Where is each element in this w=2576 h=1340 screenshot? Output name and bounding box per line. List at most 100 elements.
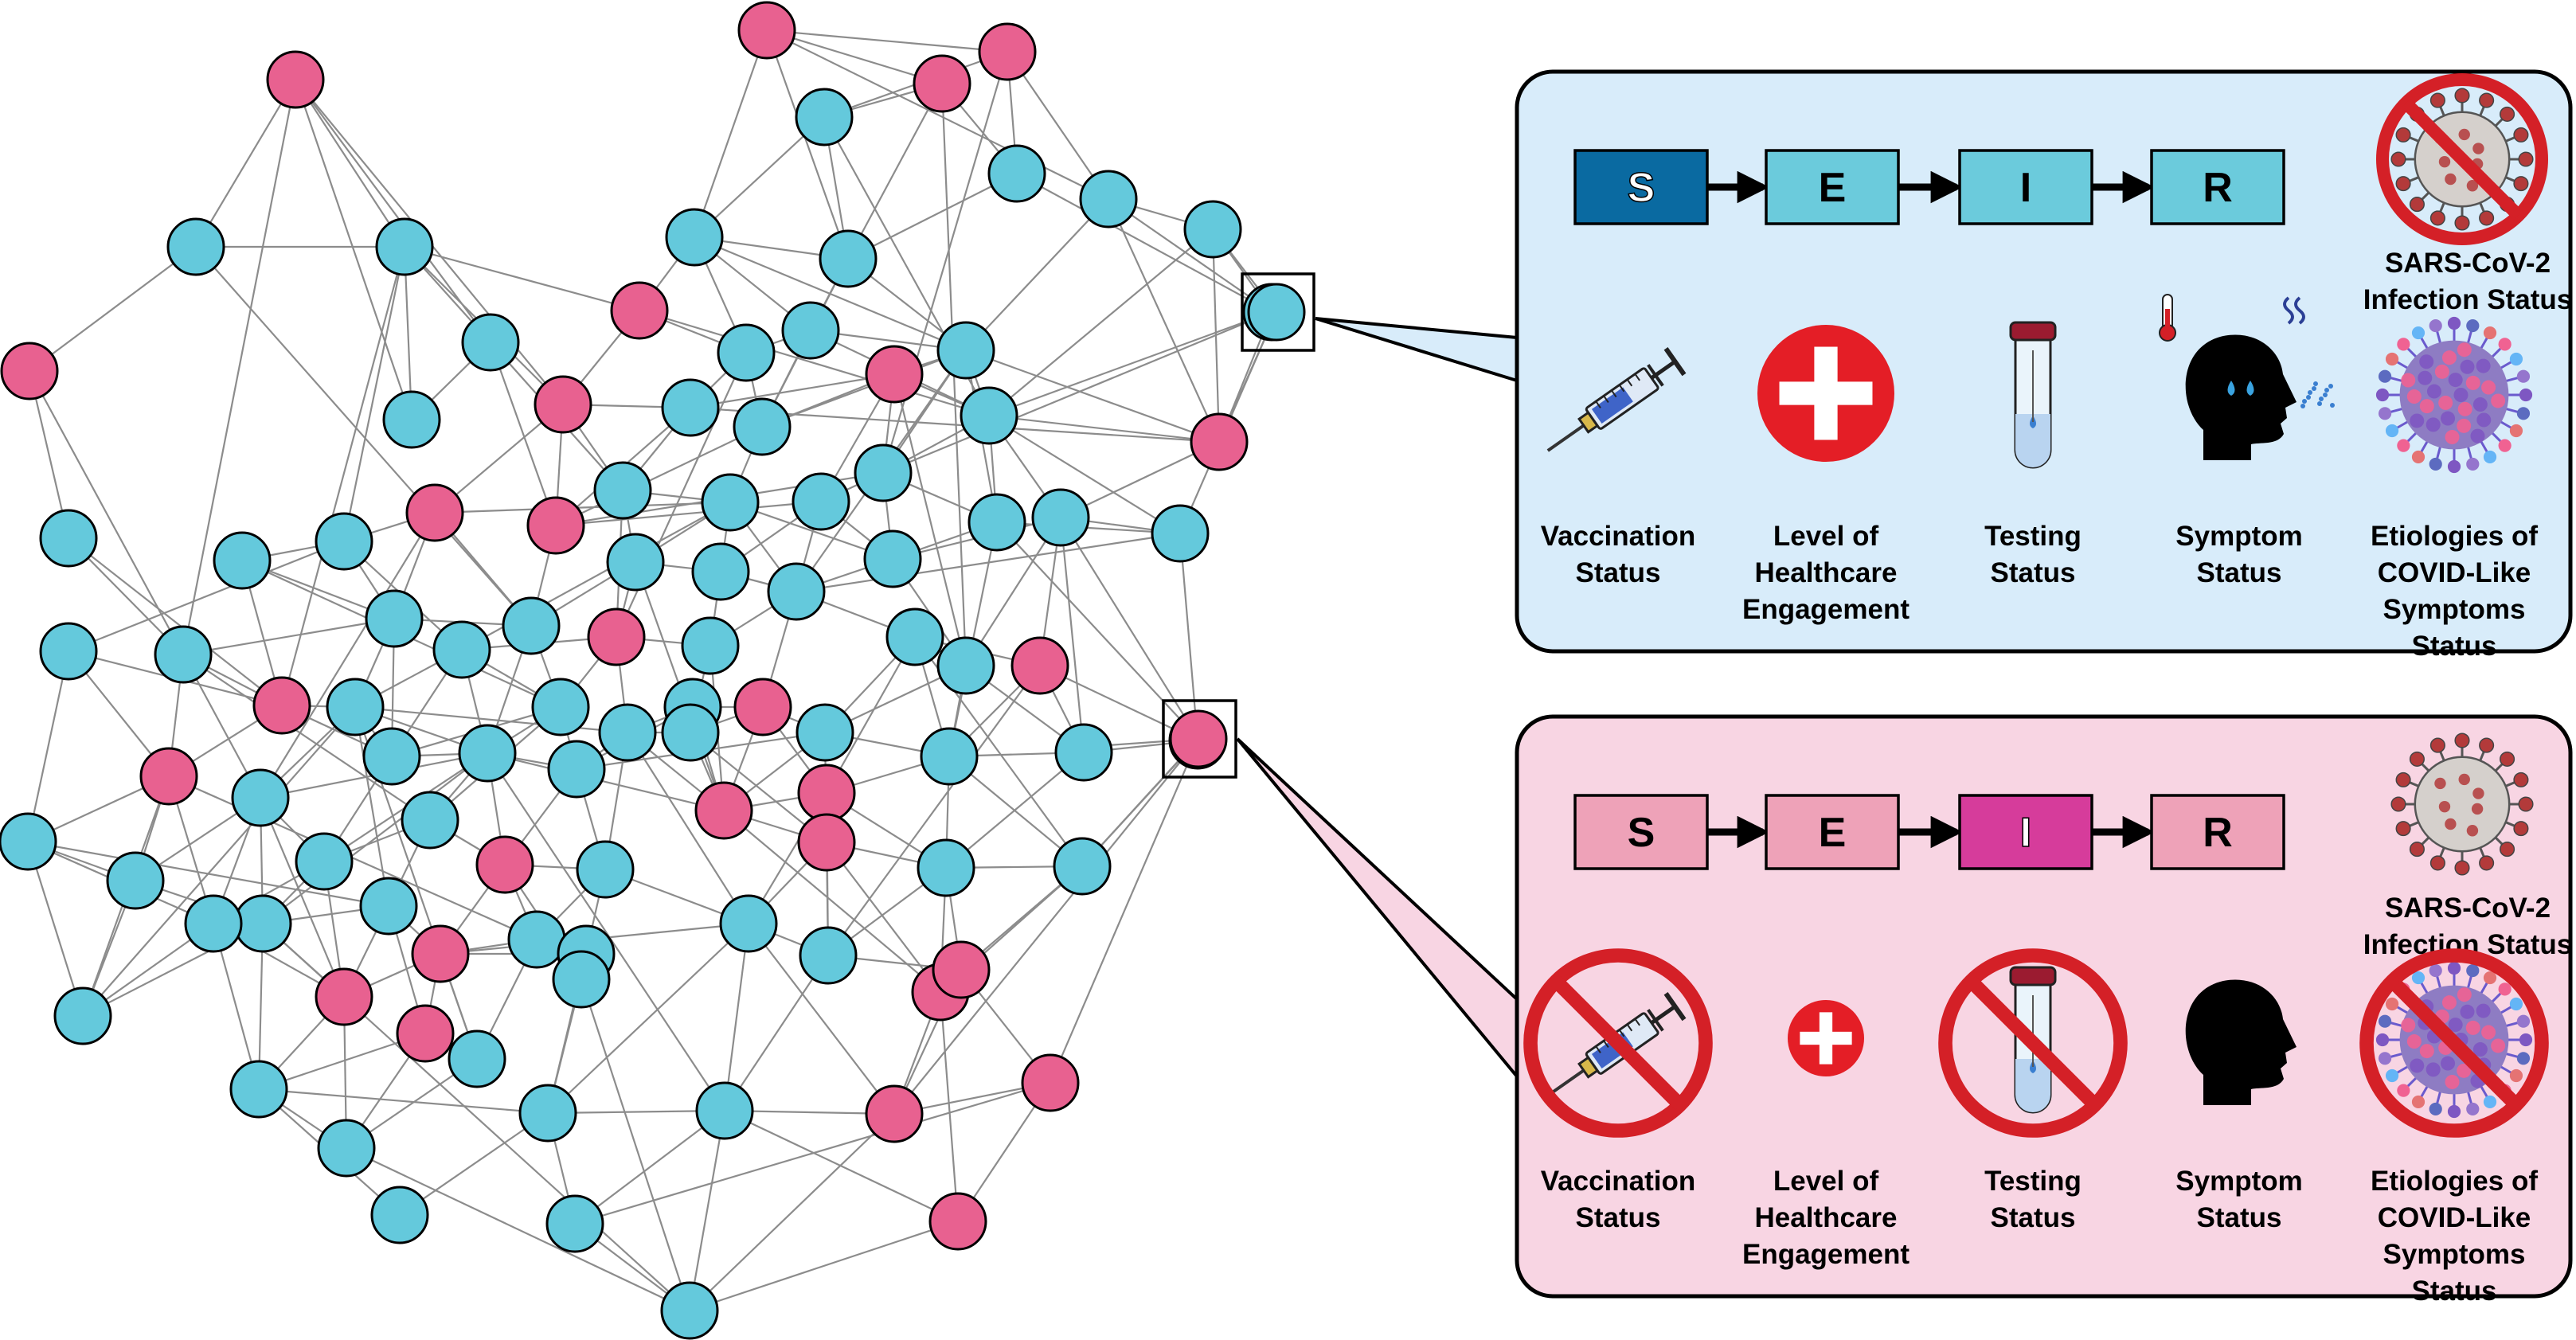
network-edge (354, 706, 390, 907)
susceptible-node (987, 144, 1046, 203)
attribute-label: Status (2412, 631, 2497, 662)
network-edge (1007, 51, 1109, 200)
network-edge (258, 1032, 426, 1091)
network-edge (766, 29, 1008, 53)
prohibited-icon (2376, 73, 2548, 245)
attribute-label: Status (2197, 1202, 2282, 1233)
network-edge (689, 1220, 959, 1312)
susceptible-node (375, 217, 434, 276)
infection-status-label: SARS-CoV-2 (2385, 248, 2551, 279)
symptomatic-head-icon (2159, 294, 2335, 460)
network-edge (724, 955, 829, 1111)
network-edge (724, 1110, 959, 1222)
callout-line (1236, 737, 1519, 1078)
susceptible-node (576, 840, 635, 899)
susceptible-node (1183, 200, 1242, 259)
susceptible-node (920, 727, 979, 786)
susceptible-node (432, 620, 491, 679)
network-edge (260, 512, 436, 799)
network-edge (748, 923, 895, 1115)
susceptible-node (295, 832, 354, 891)
attribute-label: Symptoms (2383, 1239, 2526, 1270)
network-edge (262, 752, 488, 924)
network-edge (688, 1110, 726, 1311)
network-edge (965, 349, 1220, 443)
susceptible-node (382, 390, 441, 449)
susceptible-node (53, 986, 112, 1045)
susceptible-node (326, 678, 385, 736)
seir-state-i: I (1958, 149, 2156, 225)
infected-node (526, 496, 585, 555)
susceptible-node (795, 88, 854, 147)
network-edge (1060, 441, 1220, 518)
seir-state-s: S (1573, 794, 1770, 870)
attribute-label: Healthcare (1755, 557, 1898, 588)
network-edge (29, 370, 184, 655)
susceptible-node (545, 1194, 604, 1253)
seir-label: I (2020, 810, 2031, 856)
susceptible-node (917, 838, 975, 897)
infected-node (797, 764, 856, 822)
susceptible-node (767, 562, 826, 621)
susceptible-node (781, 301, 840, 360)
network-edge (195, 79, 296, 248)
attribute-label: Status (1576, 1202, 1661, 1233)
seir-label: S (1628, 810, 1655, 856)
seir-box (2150, 794, 2285, 870)
seir-box (1958, 794, 2093, 870)
susceptible-node (547, 740, 606, 799)
susceptible-node (1031, 488, 1090, 547)
network-edge (847, 83, 943, 260)
infected-node (475, 835, 534, 894)
network-edge (988, 229, 1214, 416)
network-edge (965, 517, 1061, 666)
susceptible-node (819, 229, 878, 288)
susceptible-node (448, 1029, 506, 1088)
network-edge (434, 501, 731, 514)
infected-node (587, 607, 646, 666)
infected-node (694, 781, 753, 840)
susceptible-node (233, 894, 292, 953)
attribute-label: Status (2197, 557, 2282, 588)
seir-state-r: R (2150, 794, 2285, 870)
susceptible-node (717, 323, 776, 382)
susceptible-node (231, 768, 290, 827)
network-edge (580, 979, 691, 1311)
susceptible-node (552, 950, 611, 1009)
susceptible-node (799, 926, 858, 985)
susceptible-node (593, 461, 652, 520)
seir-state-e: E (1765, 794, 1964, 870)
medical-cross-icon (1757, 325, 1894, 462)
network-edge (723, 923, 750, 1111)
prohibited-icon (2359, 948, 2549, 1138)
network-edge (996, 522, 1199, 740)
susceptible-node (1247, 283, 1306, 342)
infected-node (1190, 412, 1249, 471)
network-edge (295, 79, 491, 343)
network-edge (182, 654, 431, 821)
attribute-label: Symptom (2175, 521, 2302, 552)
infected-node (252, 676, 311, 735)
infected-node (928, 1192, 987, 1251)
seir-box (1573, 149, 1709, 225)
susceptible-node (885, 607, 944, 666)
network-edge (555, 426, 763, 526)
pathogens-icon (2375, 316, 2533, 474)
network-edge (26, 650, 70, 842)
susceptible-node (213, 531, 272, 590)
infected-node (978, 22, 1037, 81)
susceptible-node (0, 812, 57, 871)
network-edge (1179, 533, 1199, 741)
highlight-box (1162, 699, 1237, 779)
susceptible-node (1151, 504, 1210, 563)
syringe-icon (1546, 347, 1687, 452)
seir-state-i: I (1958, 794, 2156, 870)
infected-node (733, 678, 792, 736)
susceptible-node (691, 542, 750, 601)
susceptible-node (315, 512, 373, 571)
susceptible-node (458, 724, 517, 783)
callout-line (1315, 317, 1518, 382)
